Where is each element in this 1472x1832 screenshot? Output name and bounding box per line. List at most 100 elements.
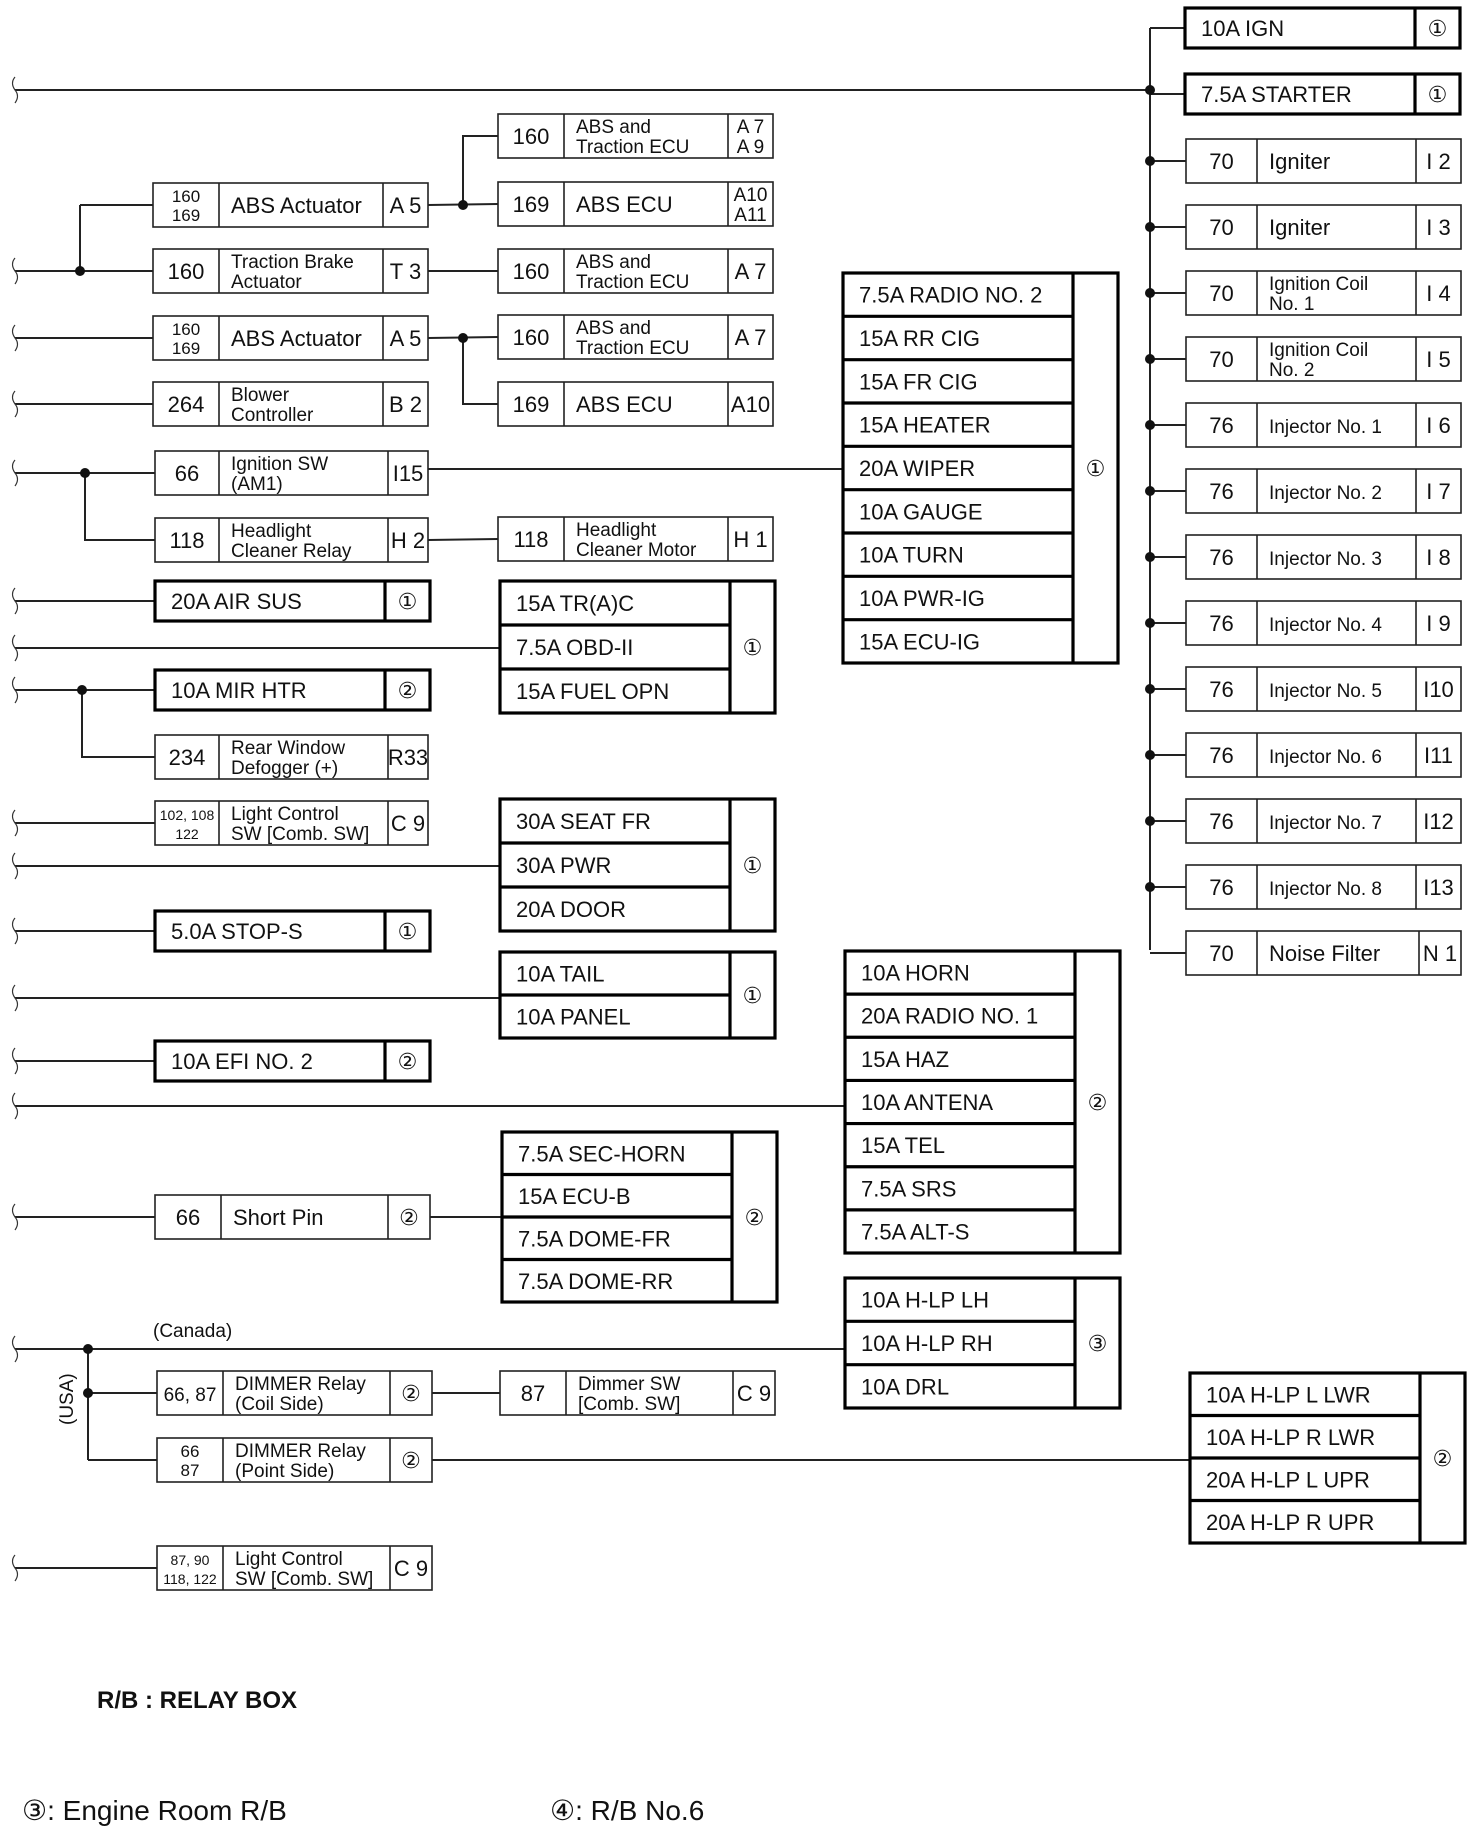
connector-code: C 9: [737, 1381, 771, 1406]
pin-number: 76: [1209, 413, 1233, 438]
pin-number: 66: [175, 461, 199, 486]
connector-name: ABS ECU: [576, 392, 673, 417]
connector-name: Noise Filter: [1269, 941, 1380, 966]
connector-code: B 2: [389, 392, 422, 417]
connector-frame: [499, 1370, 776, 1416]
fuse-label: 15A RR CIG: [859, 326, 980, 351]
junction-dot: [80, 468, 90, 478]
pin-number: 76: [1209, 545, 1233, 570]
wire-break-mark: [11, 324, 19, 352]
connector-frame: [154, 517, 429, 563]
connector-frame: [1185, 666, 1462, 712]
relay-box-code: ③: [1088, 1331, 1108, 1356]
junction-dots: [75, 85, 1155, 1398]
fuse-label: 10A H-LP LH: [861, 1288, 989, 1313]
pin-number: 76: [1209, 479, 1233, 504]
connector-name: Injector No. 4: [1269, 615, 1382, 636]
connector-name: ABS Actuator: [231, 326, 362, 351]
connector-frame: [497, 181, 774, 227]
usa-label: (USA): [57, 1373, 78, 1425]
fuse-label: 10A MIR HTR: [171, 678, 307, 703]
connector-name: Injector No. 2: [1269, 483, 1382, 504]
connector-code: I12: [1423, 809, 1454, 834]
connector-code: I 4: [1426, 281, 1450, 306]
connector-code: A 7: [735, 325, 767, 350]
connector-code: H 2: [391, 528, 425, 553]
junction-dot: [1145, 552, 1155, 562]
fuse-label: 15A TR(A)C: [516, 591, 634, 616]
connector-code: A 7: [737, 117, 764, 138]
fuse-label: 7.5A DOME-RR: [518, 1269, 673, 1294]
wire-break-mark: [11, 634, 19, 662]
wire: [81, 690, 155, 758]
connector-name: Controller: [231, 405, 314, 426]
connector-name: Injector No. 7: [1269, 813, 1382, 834]
connector-code: I15: [393, 461, 424, 486]
wire: [84, 473, 155, 541]
connector-name: Traction ECU: [576, 272, 689, 293]
relay-box-code: ①: [1428, 16, 1448, 41]
fuse-label: 7.5A SRS: [861, 1176, 956, 1201]
connector-name: ABS and: [576, 318, 651, 339]
connector-code: R33: [388, 745, 428, 770]
fuse-label: 15A TEL: [861, 1133, 945, 1158]
pin-number: 160: [172, 187, 200, 206]
pin-number: 87: [521, 1381, 545, 1406]
connector-name: DIMMER Relay: [235, 1374, 366, 1395]
junction-dot: [75, 266, 85, 276]
fuse-label: 7.5A ALT-S: [861, 1219, 969, 1244]
fuse-label: 5.0A STOP-S: [171, 919, 303, 944]
connector-name: ABS ECU: [576, 192, 673, 217]
connector-name: Injector No. 3: [1269, 549, 1382, 570]
connector-name: No. 2: [1269, 360, 1314, 381]
connector-code: T 3: [390, 259, 421, 284]
connector-name: Igniter: [1269, 149, 1330, 174]
wires: [15, 27, 1190, 1569]
connector-frame: [154, 450, 429, 496]
connector-name: Headlight: [231, 521, 312, 542]
fuse-label: 10A H-LP L LWR: [1206, 1382, 1371, 1407]
junction-dot: [1145, 288, 1155, 298]
pin-number: 169: [513, 392, 550, 417]
connector-code: A 5: [390, 326, 422, 351]
connector-code: I 7: [1426, 479, 1450, 504]
connector-frame: [1185, 138, 1462, 184]
relay-box-code: ①: [1086, 456, 1106, 481]
pin-number: 70: [1209, 215, 1233, 240]
legend-rb-no6: ④: R/B No.6: [550, 1795, 704, 1826]
fuse-label: 10A TURN: [859, 543, 964, 568]
wire-break-mark: [11, 459, 19, 487]
connector-code: A11: [734, 205, 766, 226]
fuse-label: 15A HAZ: [861, 1047, 949, 1072]
connector-frame: [1185, 930, 1462, 976]
connector-name: Traction ECU: [576, 137, 689, 158]
pin-number: 160: [513, 325, 550, 350]
wire-break-mark: [11, 1335, 19, 1363]
connector-name: Injector No. 6: [1269, 747, 1382, 768]
pin-number: 118: [169, 528, 204, 553]
connector-name: ABS Actuator: [231, 193, 362, 218]
connector-frame: [154, 1194, 431, 1240]
junction-dot: [1145, 156, 1155, 166]
pin-number: 66: [181, 1442, 200, 1461]
pin-number: 76: [1209, 677, 1233, 702]
fuse-label: 15A FR CIG: [859, 369, 978, 394]
connector-frame: [156, 1545, 433, 1591]
